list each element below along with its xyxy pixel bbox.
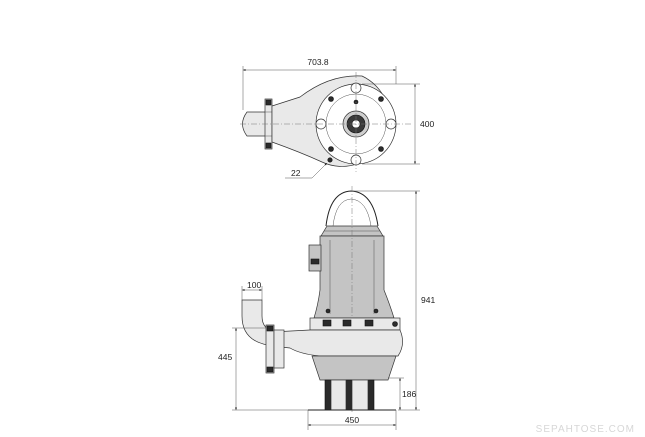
dim-outlet-height: 445	[218, 327, 308, 411]
dim-total-height: 941	[352, 190, 435, 411]
watermark-text: SEPAHTOSE.COM	[536, 424, 635, 435]
outlet-stub	[273, 329, 285, 369]
lifting-handle	[325, 190, 379, 227]
flange-bolt	[266, 325, 274, 332]
dim-label-hole-diameter: 22	[291, 168, 301, 178]
side-view	[241, 186, 403, 412]
bolt	[378, 146, 384, 152]
dim-label-top-width: 703.8	[307, 57, 329, 67]
flange-bolt	[322, 319, 332, 327]
flange-bolt	[266, 366, 274, 373]
bolt	[392, 321, 398, 327]
flange-bolt	[342, 319, 352, 327]
dim-base-width: 450	[307, 410, 397, 430]
dim-base-height: 186	[388, 377, 416, 410]
bolt	[325, 308, 331, 314]
support-leg	[324, 379, 332, 411]
pump-bottom	[311, 355, 397, 381]
dim-top-height: 400	[362, 83, 434, 165]
cable-inlet	[308, 244, 322, 272]
cable-gland	[310, 258, 320, 265]
bolt	[373, 308, 379, 314]
dim-hole-diameter: 22	[285, 162, 328, 179]
top-view	[240, 72, 412, 172]
flange-bolt	[265, 142, 272, 149]
pump-volute	[271, 329, 403, 357]
support-leg	[367, 379, 375, 411]
leg-gap	[351, 379, 369, 411]
bolt	[327, 157, 333, 163]
bolt	[378, 96, 384, 102]
bolt	[328, 96, 334, 102]
flange-bolt	[364, 319, 374, 327]
dim-label-base-height: 186	[402, 389, 416, 399]
dim-label-total-height: 941	[421, 295, 435, 305]
leg-gap	[330, 379, 347, 411]
support-leg	[345, 379, 353, 411]
flange-bolt	[265, 99, 272, 106]
dim-label-outlet-height: 445	[218, 352, 232, 362]
dim-label-outlet-dn: 100	[247, 280, 261, 290]
bolt	[328, 146, 334, 152]
motor-housing	[313, 235, 395, 319]
dim-top-width: 703.8	[242, 57, 397, 110]
dim-outlet-dn: 100	[241, 280, 263, 300]
dim-label-base-width: 450	[345, 415, 359, 425]
dim-label-top-height: 400	[420, 119, 434, 129]
outlet-flange	[265, 324, 275, 374]
